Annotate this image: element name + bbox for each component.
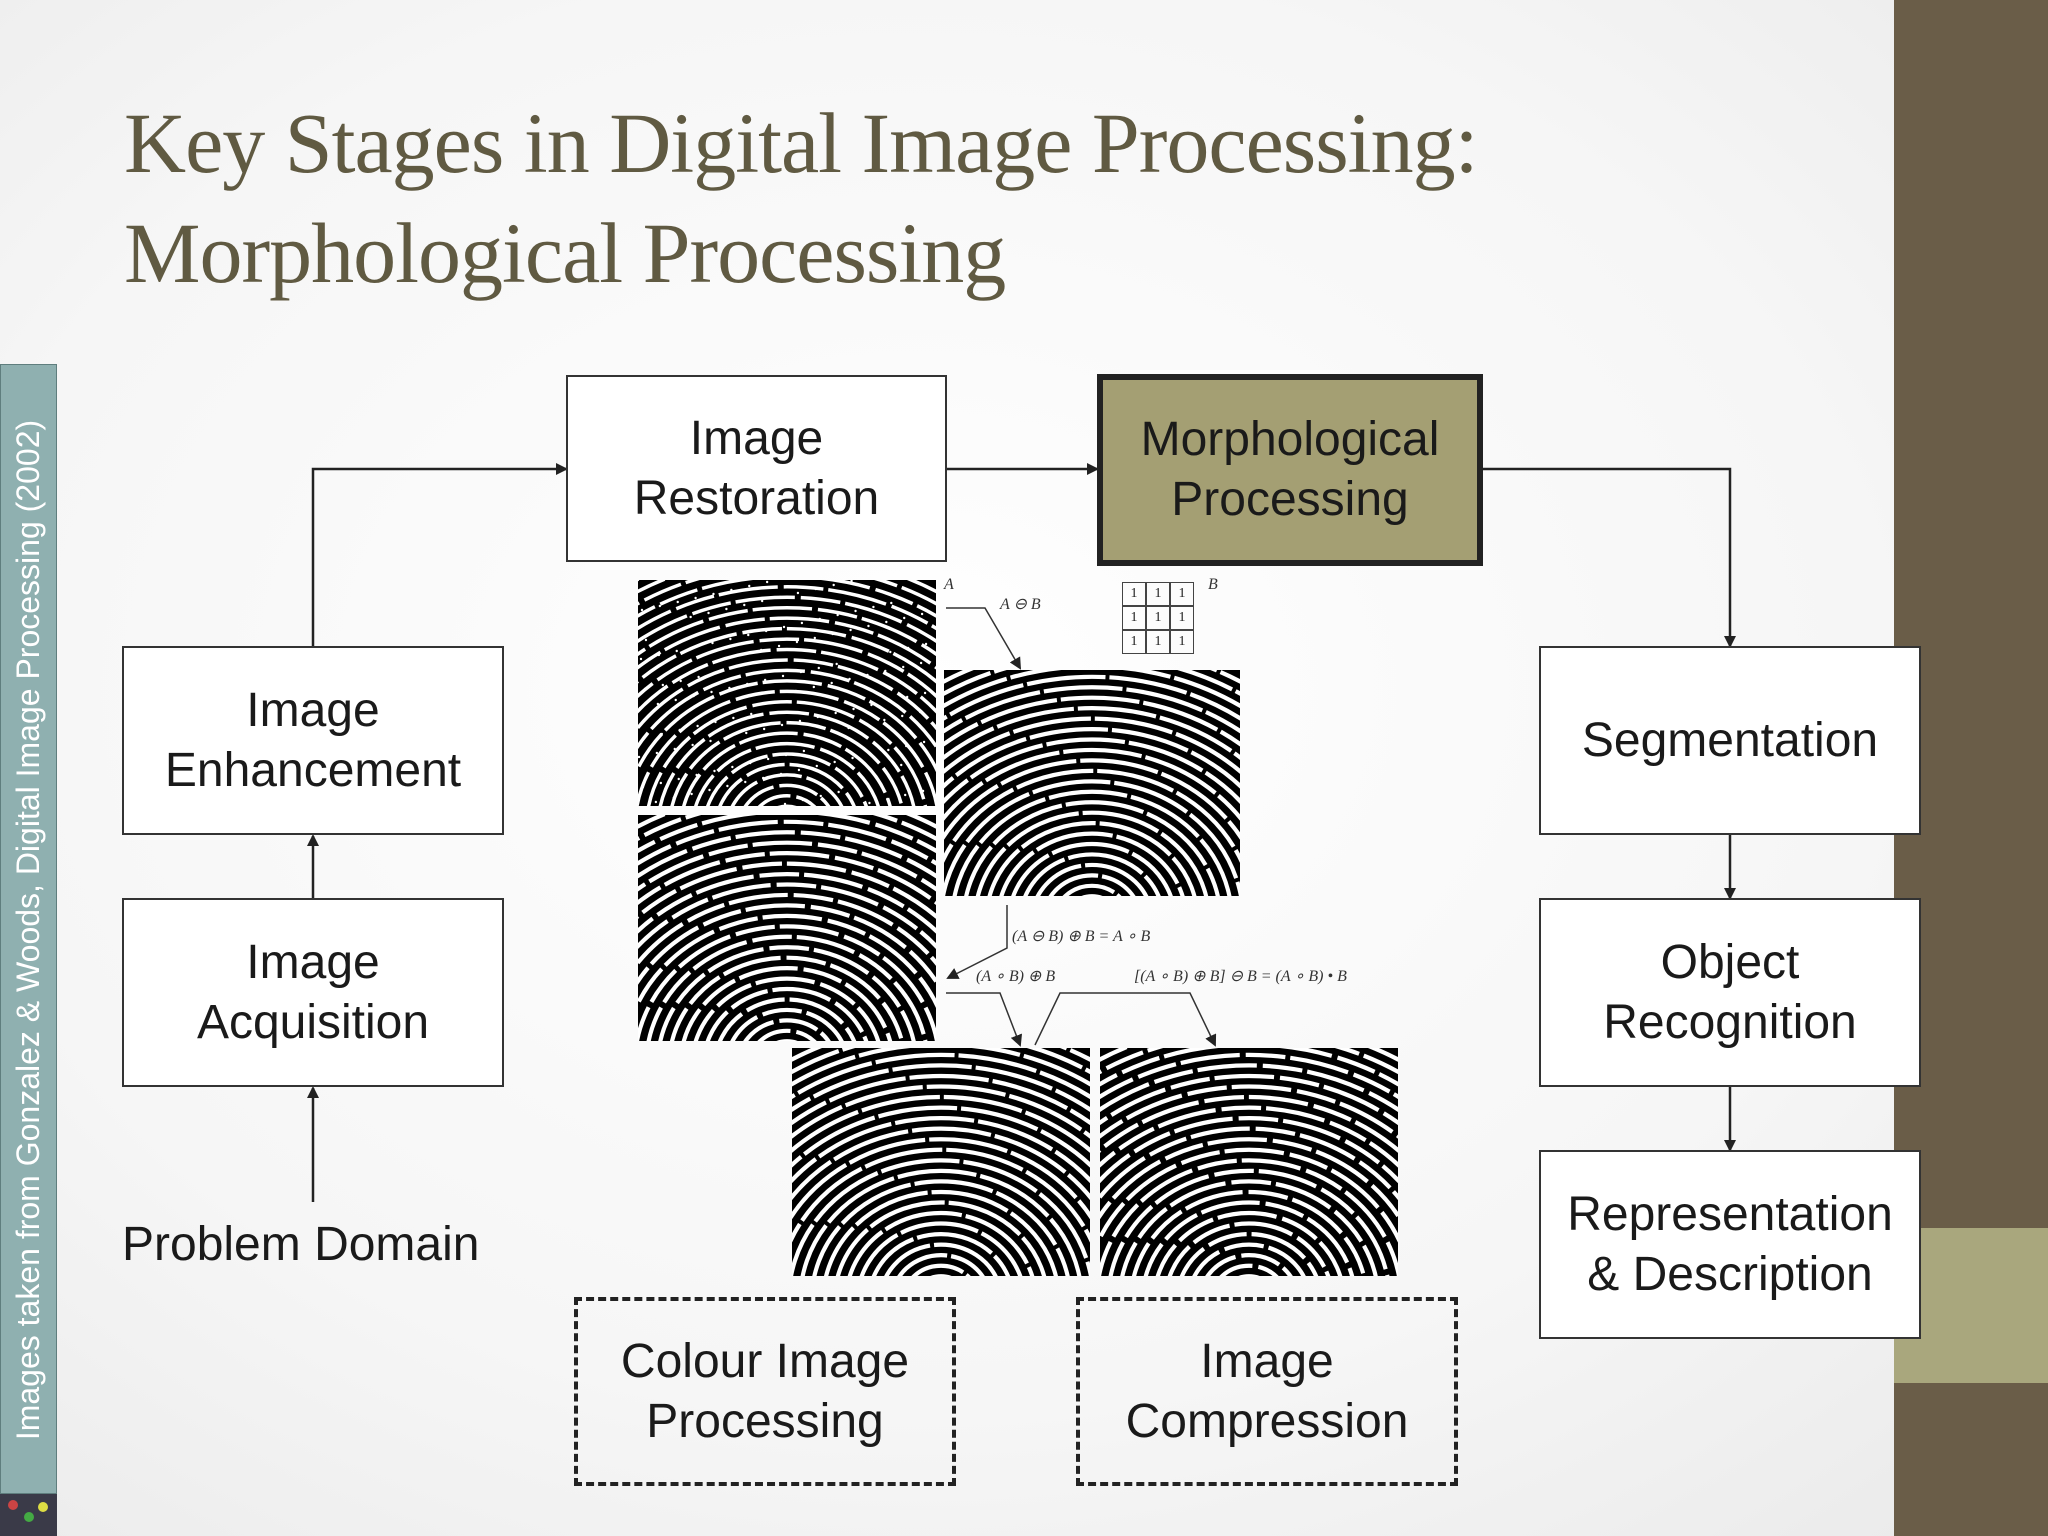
se-cell: 1 bbox=[1122, 630, 1146, 654]
se-cell: 1 bbox=[1170, 606, 1194, 630]
figure-label-erosion: A ⊖ B bbox=[1000, 596, 1041, 613]
fingerprint-eroded bbox=[944, 670, 1240, 896]
image-credit-strip bbox=[0, 364, 57, 1494]
se-cell: 1 bbox=[1146, 582, 1170, 606]
se-cell: 1 bbox=[1170, 582, 1194, 606]
se-cell: 1 bbox=[1146, 606, 1170, 630]
se-cell: 1 bbox=[1122, 582, 1146, 606]
problem-domain-label: Problem Domain bbox=[122, 1218, 480, 1271]
corner-thumbnail-image bbox=[0, 1494, 57, 1536]
stage-image-acquisition: Image Acquisition bbox=[122, 898, 504, 1087]
figure-label-b: B bbox=[1208, 576, 1218, 593]
title-line-2: Morphological Processing bbox=[124, 205, 1006, 301]
stage-segmentation: Segmentation bbox=[1539, 646, 1921, 835]
fingerprint-opened bbox=[638, 815, 936, 1041]
stage-morphological-processing: Morphological Processing bbox=[1097, 374, 1483, 566]
title-line-1: Key Stages in Digital Image Processing: bbox=[124, 95, 1478, 191]
figure-label-closing: [(A ∘ B) ⊕ B] ⊖ B = (A ∘ B) • B bbox=[1134, 968, 1347, 985]
stage-image-compression: Image Compression bbox=[1076, 1297, 1458, 1486]
structuring-element-grid: 1 1 1 1 1 1 1 1 1 bbox=[1122, 582, 1194, 654]
stage-image-enhancement: Image Enhancement bbox=[122, 646, 504, 835]
figure-label-open-dilate: (A ∘ B) ⊕ B bbox=[976, 968, 1056, 985]
se-cell: 1 bbox=[1170, 630, 1194, 654]
stage-image-restoration: Image Restoration bbox=[566, 375, 947, 562]
stage-object-recognition: Object Recognition bbox=[1539, 898, 1921, 1087]
fingerprint-opened-dilated bbox=[792, 1048, 1090, 1276]
slide-title: Key Stages in Digital Image Processing: … bbox=[124, 88, 1824, 308]
stage-representation-description: Representation & Description bbox=[1539, 1150, 1921, 1339]
figure-label-a: A bbox=[944, 576, 954, 593]
fingerprint-closed bbox=[1100, 1048, 1398, 1276]
fingerprint-noisy-original bbox=[638, 580, 936, 806]
se-cell: 1 bbox=[1122, 606, 1146, 630]
se-cell: 1 bbox=[1146, 630, 1170, 654]
figure-label-opening: (A ⊖ B) ⊕ B = A ∘ B bbox=[1012, 928, 1151, 945]
stage-colour-image-processing: Colour Image Processing bbox=[574, 1297, 956, 1486]
